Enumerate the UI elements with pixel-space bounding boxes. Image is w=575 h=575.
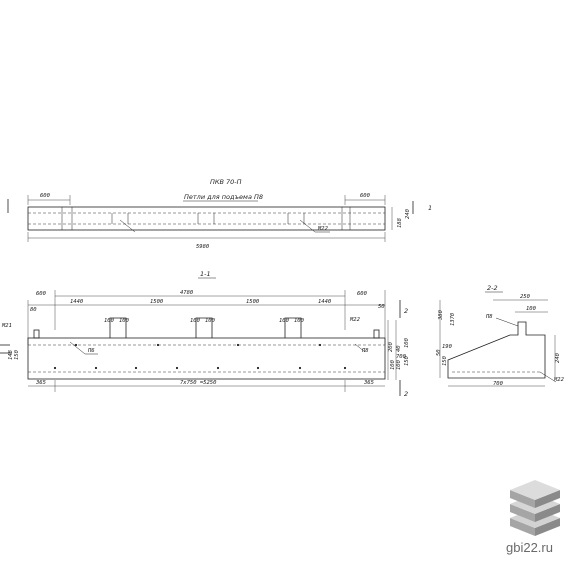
section-2-embed: М22 xyxy=(553,377,565,383)
plan-outline xyxy=(27,206,386,231)
left-dim-0: 148 xyxy=(8,349,14,360)
section-1-seg-5: 600 xyxy=(357,291,368,297)
logo-slab-top xyxy=(510,480,560,508)
section-1-total: 4780 xyxy=(180,290,194,296)
site-url[interactable]: gbi22.ru xyxy=(506,540,553,555)
section-1-embed-right: М22 xyxy=(349,317,361,323)
section-2-left-a: 50 xyxy=(436,349,442,356)
section-2-top: 250 xyxy=(520,294,531,300)
section-1-cut-bottom: 2 xyxy=(404,390,408,398)
plan-dim-left: 600 xyxy=(40,193,51,199)
brand-logo xyxy=(510,480,560,536)
section-2-left-top: 380 xyxy=(438,309,444,321)
left-dim-1: 150 xyxy=(14,349,20,360)
loop-b-right: 100 xyxy=(205,318,216,324)
section-1-embed-left: М21 xyxy=(1,323,12,329)
section-1-loop-tag2: П6 xyxy=(87,348,95,354)
loop-a-right: 100 xyxy=(119,318,130,324)
loop-c-left: 100 xyxy=(279,318,290,324)
section-2-left-c: 190 xyxy=(442,344,453,350)
section-2-width: 700 xyxy=(493,381,504,387)
loop-c-right: 100 xyxy=(294,318,305,324)
side-dim-1: 200 xyxy=(388,341,394,352)
side-dim-4: 150 xyxy=(404,355,410,366)
section-2-loop-tag: П8 xyxy=(485,314,493,320)
section-1-label: 1-1 xyxy=(200,270,211,278)
plan-title: ПКВ 70-П xyxy=(210,178,242,186)
plan-height-a: 188 xyxy=(397,217,403,228)
rebar-dots xyxy=(53,343,347,370)
section-1-outline xyxy=(27,337,386,380)
section-2-profile xyxy=(447,321,546,379)
section-1-bottom-left: 365 xyxy=(35,380,46,386)
section-1-height-total: 700 xyxy=(396,354,407,360)
section-2-inner: 100 xyxy=(526,306,537,312)
section-2-top-small: 1370 xyxy=(450,312,456,326)
section-1-bottom-right: 365 xyxy=(363,380,374,386)
loop-b-left: 100 xyxy=(190,318,201,324)
plan-subtitle: Петли для подъема П8 xyxy=(184,193,263,201)
plan-height-b: 240 xyxy=(405,208,411,219)
section-1-1: 1-1 4780 600 1440 1500 1500 1440 600 80 … xyxy=(0,270,410,398)
plan-rebar: М22 xyxy=(317,226,329,232)
section-1-seg-0: 600 xyxy=(36,291,47,297)
section-1-bottom-center: 7х750 =5250 xyxy=(180,380,217,386)
section-1-seg-1: 1440 xyxy=(70,299,84,305)
section-1-loop-tag: П8 xyxy=(361,348,369,354)
section-1-cut-top: 2 xyxy=(404,307,408,315)
side-dim-3: 40 xyxy=(396,345,402,352)
loop-a-left: 100 xyxy=(104,318,115,324)
section-1-end-small: 50 xyxy=(378,304,385,310)
section-1-seg-2: 1500 xyxy=(150,299,164,305)
section-2-2: 2-2 250 100 П8 М22 240 700 380 50 150 19… xyxy=(436,284,565,387)
side-dim-0: 100 xyxy=(390,359,396,370)
section-1-end-offset: 80 xyxy=(30,307,37,313)
section-2-height: 240 xyxy=(555,352,561,363)
section-2-label: 2-2 xyxy=(487,284,498,292)
section-1-seg-3: 1500 xyxy=(246,299,260,305)
section-2-left-b: 150 xyxy=(442,355,448,366)
side-dim-5: 100 xyxy=(404,337,410,348)
plan-section-mark: 1 xyxy=(428,204,432,212)
plan-dim-right: 600 xyxy=(360,193,371,199)
side-dim-2: 100 xyxy=(396,359,402,370)
section-1-seg-4: 1440 xyxy=(318,299,332,305)
plan-view: ПКВ 70-П Петли для подъема П8 600 600 М2… xyxy=(7,178,432,250)
plan-dim-total: 5980 xyxy=(196,244,210,250)
